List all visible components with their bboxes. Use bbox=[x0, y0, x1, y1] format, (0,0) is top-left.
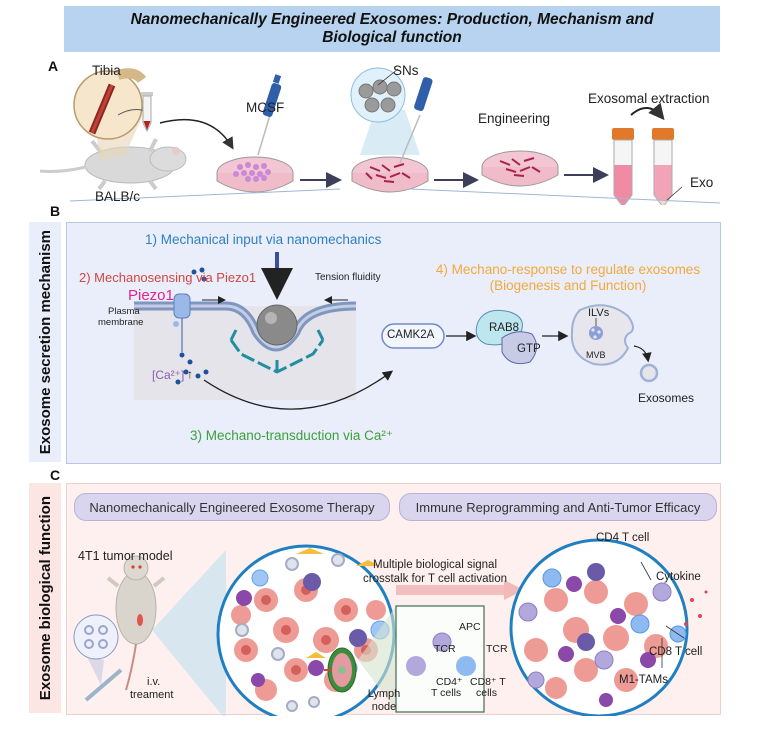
calcium-increase-icon: ↑ bbox=[187, 367, 193, 381]
centrifuge-tube-2-icon bbox=[652, 128, 674, 205]
calcium-label: [Ca²⁺] bbox=[152, 368, 185, 382]
mechanism-side-title-text: Exosome secretion mechanism bbox=[36, 229, 54, 455]
tcr-right-label: TCR bbox=[486, 643, 508, 655]
calcium-ions bbox=[175, 267, 209, 385]
rab8-label: RAB8 bbox=[489, 322, 520, 334]
immune-pill-text: Immune Reprogramming and Anti-Tumor Effi… bbox=[415, 499, 701, 515]
piezo1-label: Piezo1 bbox=[128, 287, 174, 304]
mouse-strain-label: BALB/c bbox=[95, 189, 141, 204]
step4-line1: 4) Mechano-response to regulate exosomes bbox=[435, 262, 701, 277]
membrane-label: membrane bbox=[98, 317, 144, 328]
exosome-icon bbox=[639, 363, 659, 383]
nanoparticle-icon bbox=[256, 304, 298, 346]
tension-fluidity-label: Tension fluidity bbox=[315, 272, 381, 283]
petri-dish-3-icon bbox=[481, 150, 559, 187]
mechanism-side-title: Exosome secretion mechanism bbox=[29, 222, 61, 462]
title-banner: Nanomechanically Engineered Exosomes: Pr… bbox=[64, 6, 720, 52]
panel-a-illustration bbox=[39, 67, 721, 205]
plasma-label: Plasma bbox=[108, 306, 140, 317]
cd8-label-line1: CD8⁺ T bbox=[470, 676, 506, 688]
figure-title: Nanomechanically Engineered Exosomes: Pr… bbox=[130, 11, 654, 46]
panel-c-label: C bbox=[50, 467, 61, 483]
step2-label: 2) Mechanosensing via Piezo1 bbox=[79, 270, 257, 285]
therapy-pill-text: Nanomechanically Engineered Exosome Ther… bbox=[89, 499, 375, 515]
exo-label: Exo bbox=[690, 175, 714, 190]
signal-line2: crosstalk for T cell activation bbox=[362, 573, 508, 585]
lymph-node-label: Lymph node bbox=[364, 688, 404, 714]
lymph-line1: Lymph bbox=[367, 688, 401, 700]
piezo1-channel-icon bbox=[173, 293, 191, 352]
mechanism-illustration bbox=[134, 252, 659, 410]
step4-label: 4) Mechano-response to regulate exosomes… bbox=[410, 262, 726, 294]
treatment-label: treament bbox=[130, 689, 174, 701]
pipette-icon bbox=[257, 74, 282, 156]
signal-line1: Multiple biological signal bbox=[372, 559, 497, 571]
tcr-left-label: TCR bbox=[434, 643, 456, 655]
ilvs-label: ILVs bbox=[588, 307, 610, 319]
gtp-label: GTP bbox=[517, 343, 541, 355]
camk2a-label: CAMK2A bbox=[387, 329, 435, 341]
m1-tams-label: M1-TAMs bbox=[619, 674, 668, 686]
centrifuge-tube-1-icon bbox=[612, 128, 634, 205]
tibia-label: Tibia bbox=[92, 63, 121, 78]
step3-label: 3) Mechano-transduction via Ca²⁺ bbox=[190, 428, 393, 443]
cd4-label-line2: T cells bbox=[431, 687, 462, 699]
cd4-label-line1: CD4⁺ bbox=[436, 676, 463, 688]
function-side-title: Exosome biological function bbox=[29, 483, 61, 713]
exosomal-extraction-label: Exosomal extraction bbox=[588, 91, 710, 106]
sample-tube-icon bbox=[141, 92, 153, 133]
cd8-tcell-label: CD8 T cell bbox=[649, 646, 703, 658]
step4-line2: (Biogenesis and Function) bbox=[489, 278, 647, 293]
immune-pill: Immune Reprogramming and Anti-Tumor Effi… bbox=[399, 493, 717, 521]
panel-b-label: B bbox=[50, 203, 61, 219]
cd8-label-line2: cells bbox=[476, 687, 498, 699]
lymph-line2: node bbox=[371, 701, 397, 713]
petri-dish-2-icon bbox=[351, 156, 429, 193]
mvb-label: MVB bbox=[586, 350, 606, 360]
cd4-tcell-label: CD4 T cell bbox=[596, 532, 650, 544]
lymph-node-icon bbox=[324, 647, 357, 693]
camk2a-box bbox=[381, 323, 445, 349]
exosome-bubble-icon bbox=[73, 614, 119, 660]
tibia-magnifier-icon bbox=[73, 70, 143, 140]
sns-label: SNs bbox=[393, 63, 419, 78]
petri-dish-1-icon bbox=[216, 156, 294, 193]
therapy-pill: Nanomechanically Engineered Exosome Ther… bbox=[74, 493, 390, 521]
step1-label: 1) Mechanical input via nanomechanics bbox=[145, 232, 382, 247]
exosomes-label: Exosomes bbox=[638, 391, 695, 405]
apc-label: APC bbox=[459, 621, 481, 633]
gtp-shape bbox=[501, 331, 537, 365]
engineering-label: Engineering bbox=[478, 111, 551, 126]
cytokine-label: Cytokine bbox=[656, 571, 701, 583]
tumor-mouse-icon bbox=[106, 555, 166, 691]
function-side-title-text: Exosome biological function bbox=[36, 495, 54, 701]
tumor-microenvironment-after bbox=[509, 538, 708, 716]
function-illustration bbox=[73, 538, 708, 716]
syringe-icon bbox=[84, 668, 123, 702]
mcsf-label: MCSF bbox=[246, 100, 285, 115]
signal-crosstalk-label: Multiple biological signal crosstalk for… bbox=[350, 558, 520, 586]
iv-label: i.v. bbox=[147, 676, 161, 688]
pipette-icon bbox=[399, 77, 433, 164]
panel-a-label: A bbox=[48, 58, 59, 74]
tumor-model-label: 4T1 tumor model bbox=[78, 549, 173, 563]
